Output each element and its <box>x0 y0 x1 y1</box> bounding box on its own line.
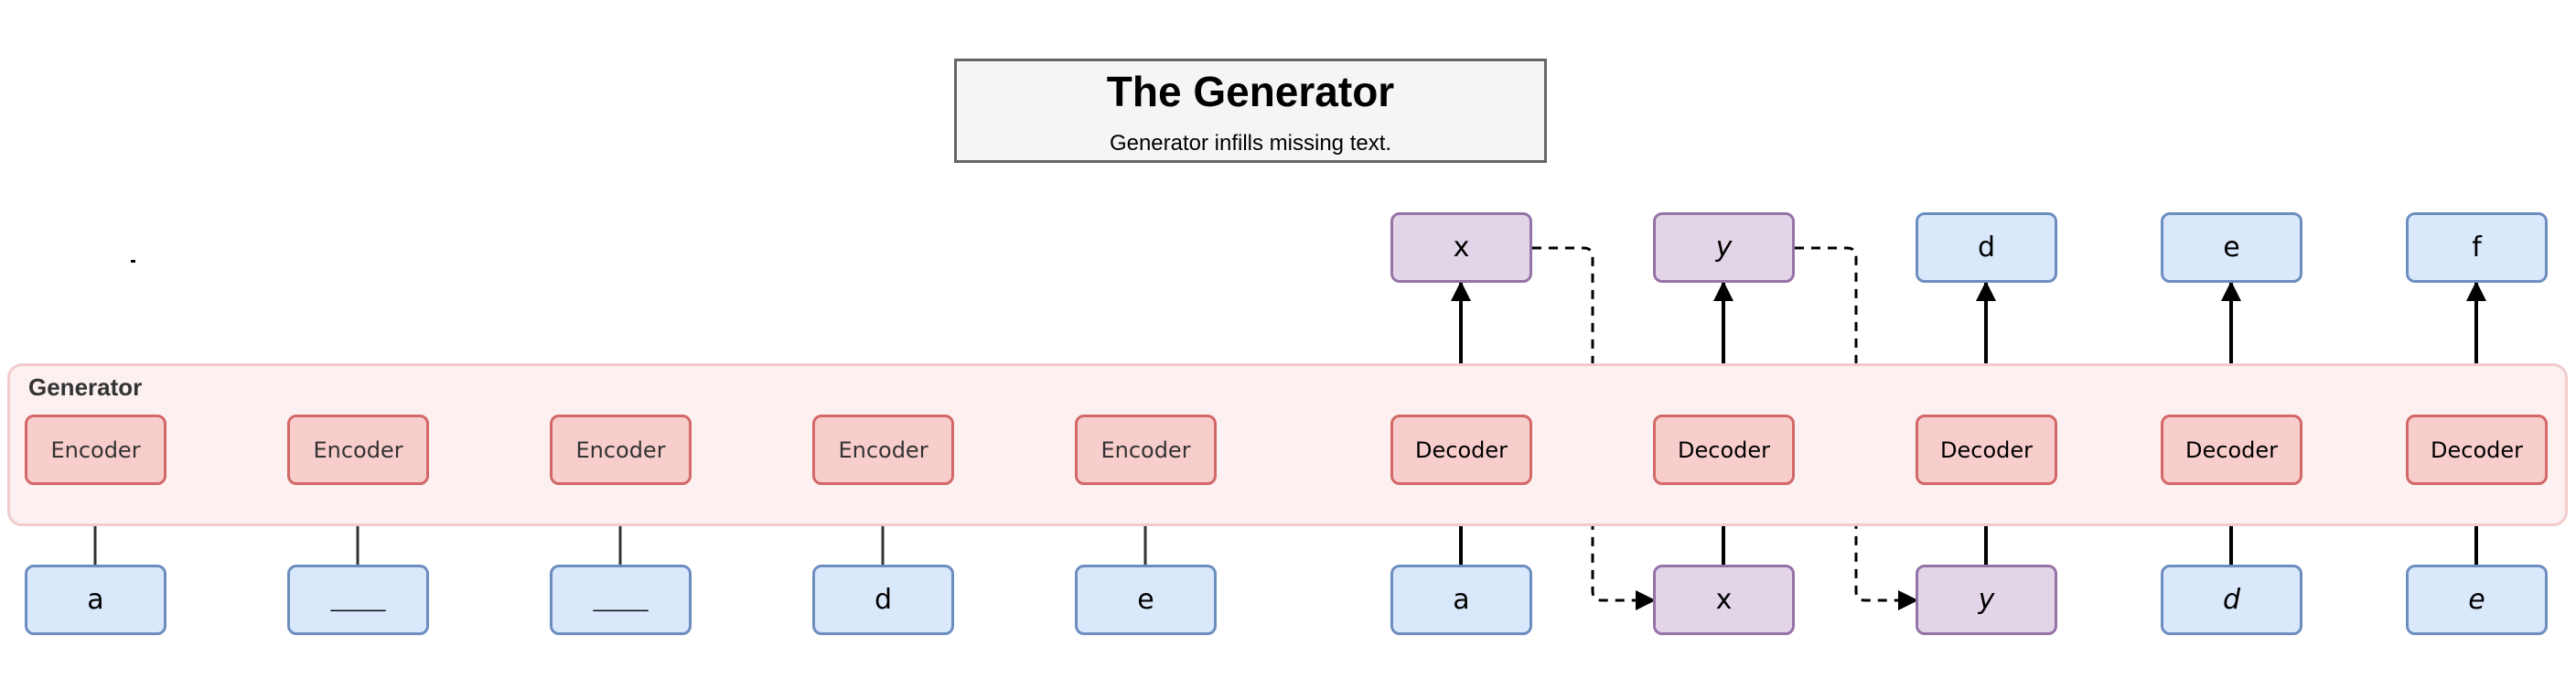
generator-group <box>7 363 2568 526</box>
decoder-output-5: f <box>2406 212 2548 283</box>
decoder-input-4: d <box>2161 565 2302 635</box>
encoder-input-5: e <box>1075 565 1217 635</box>
encoder-1: Encoder <box>25 415 166 485</box>
stray-mark <box>131 260 135 263</box>
encoder-4: Encoder <box>812 415 954 485</box>
decoder-4: Decoder <box>2161 415 2302 485</box>
encoder-2: Encoder <box>287 415 429 485</box>
decoder-3: Decoder <box>1916 415 2057 485</box>
decoder-input-1: a <box>1390 565 1532 635</box>
decoder-input-5: e <box>2406 565 2548 635</box>
encoder-5: Encoder <box>1075 415 1217 485</box>
decoder-output-4: e <box>2161 212 2302 283</box>
decoder-output-3: d <box>1916 212 2057 283</box>
decoder-2: Decoder <box>1653 415 1795 485</box>
encoder-3: Encoder <box>550 415 692 485</box>
decoder-input-3: y <box>1916 565 2057 635</box>
encoder-input-4: d <box>812 565 954 635</box>
diagram-title: The Generator <box>1106 68 1395 115</box>
encoder-input-1: a <box>25 565 166 635</box>
decoder-output-1: x <box>1390 212 1532 283</box>
decoder-5: Decoder <box>2406 415 2548 485</box>
generator-group-label: Generator <box>28 373 143 401</box>
encoder-input-2-blank: ______ <box>287 565 429 635</box>
decoder-input-2: x <box>1653 565 1795 635</box>
diagram-subtitle: Generator infills missing text. <box>1109 131 1392 156</box>
decoder-output-2: y <box>1653 212 1795 283</box>
decoder-1: Decoder <box>1390 415 1532 485</box>
title-box: The Generator Generator infills missing … <box>954 59 1547 163</box>
encoder-input-3-blank: ______ <box>550 565 692 635</box>
